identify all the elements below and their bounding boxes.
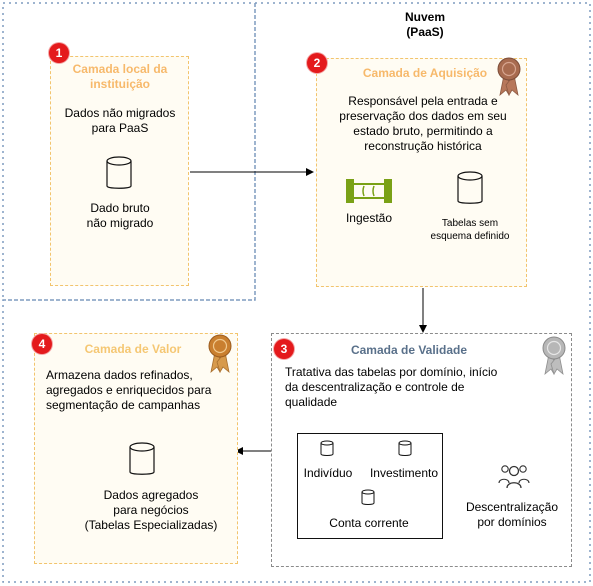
cloud-title: Nuvem (PaaS)	[375, 10, 475, 40]
layer-4-badge: 4	[32, 334, 52, 354]
layer-2-box	[316, 58, 527, 287]
individuo-label: Indivíduo	[303, 466, 353, 480]
pipe-label: Ingestão	[345, 211, 393, 225]
layer-2-title: Camada de Aquisição	[362, 66, 488, 80]
layer-2-database-icon	[457, 171, 483, 204]
conta-corrente-database-icon	[361, 489, 375, 505]
investimento-database-icon	[398, 440, 412, 456]
arrowhead-acquisition-to-validity	[419, 325, 427, 333]
investimento-label: Investimento	[369, 466, 439, 480]
layer-3-badge: 3	[274, 339, 294, 359]
cloud-title-text: Nuvem	[404, 10, 445, 24]
layer-2-badge: 2	[307, 53, 327, 73]
silver-medal-icon	[542, 336, 566, 376]
layer-4-description: Armazena dados refinados, agregados e en…	[46, 368, 212, 412]
cloud-subtitle-text: (PaaS)	[406, 25, 444, 39]
gold-medal-icon	[208, 334, 232, 374]
layer-3-description: Tratativa das tabelas por domínio, iníci…	[285, 365, 498, 409]
users-icon	[498, 465, 530, 489]
conta-corrente-label: Conta corrente	[329, 516, 409, 530]
layer-2-description: Responsável pela entrada e preservação d…	[339, 94, 507, 153]
individuo-database-icon	[320, 440, 334, 456]
layer-1-icon-label: Dado bruto não migrado	[86, 201, 154, 230]
pipe-icon	[346, 179, 392, 203]
layer-1-badge: 1	[49, 43, 69, 63]
domain-tables-box	[297, 433, 443, 539]
layer-4-title: Camada de Valor	[84, 342, 182, 356]
layer-4-icon-label: Dados agregados para negócios (Tabelas E…	[84, 488, 218, 532]
layer-1-title: Camada local da instituição	[72, 62, 168, 91]
arrowhead-local-to-acquisition	[306, 168, 314, 176]
layer-2-database-label: Tabelas sem esquema definido	[430, 218, 510, 242]
bronze-medal-icon	[497, 57, 521, 97]
layer-1-description: Dados não migrados para PaaS	[64, 106, 176, 135]
layer-4-database-icon	[129, 442, 155, 475]
layer-1-box	[50, 56, 189, 286]
layer-1-database-icon	[106, 156, 132, 189]
layer-3-title: Camada de Validade	[350, 343, 468, 357]
layer-4-box	[34, 333, 238, 564]
decentralization-label: Descentralização por domínios	[465, 500, 559, 529]
